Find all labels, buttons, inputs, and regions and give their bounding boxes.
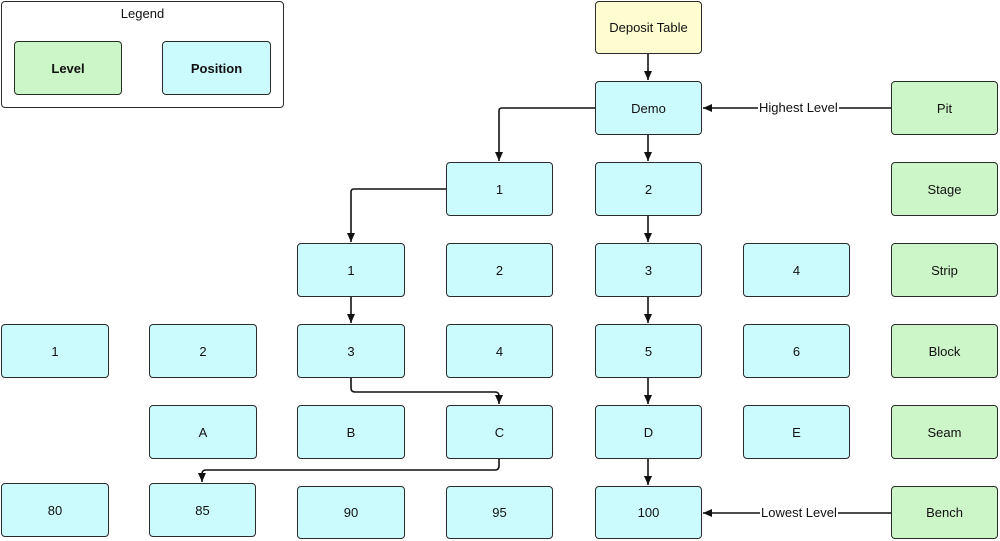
position-bench-80: 80 bbox=[1, 483, 109, 537]
level-stage: Stage bbox=[891, 162, 998, 216]
position-block-4: 4 bbox=[446, 324, 553, 378]
position-block-3: 3 bbox=[297, 324, 405, 378]
level-bench: Bench bbox=[891, 486, 998, 539]
position-seam-d: D bbox=[595, 405, 702, 459]
level-seam: Seam bbox=[891, 405, 998, 459]
position-block-5: 5 bbox=[595, 324, 702, 378]
position-bench-90: 90 bbox=[297, 486, 405, 539]
deposit-table-node: Deposit Table bbox=[595, 1, 702, 54]
position-strip-3: 3 bbox=[595, 243, 702, 297]
position-strip-4: 4 bbox=[743, 243, 850, 297]
position-seam-c: C bbox=[446, 405, 553, 459]
position-strip-1: 1 bbox=[297, 243, 405, 297]
position-demo: Demo bbox=[595, 81, 702, 135]
legend-level-swatch: Level bbox=[14, 41, 122, 95]
position-stage-1: 1 bbox=[446, 162, 553, 216]
highest-level-label: Highest Level bbox=[758, 100, 839, 116]
position-seam-e: E bbox=[743, 405, 850, 459]
edge-block-3-to-seam-c bbox=[350, 378, 503, 404]
edge-seam-c-to-bench-85 bbox=[198, 459, 500, 482]
position-bench-85: 85 bbox=[149, 483, 256, 537]
level-block: Block bbox=[891, 324, 998, 378]
position-bench-100: 100 bbox=[595, 486, 702, 539]
edge-stage-1-to-strip-1 bbox=[347, 188, 446, 242]
legend-position-swatch: Position bbox=[162, 41, 271, 95]
position-seam-a: A bbox=[149, 405, 257, 459]
position-block-6: 6 bbox=[743, 324, 850, 378]
position-block-2: 2 bbox=[149, 324, 257, 378]
position-strip-2: 2 bbox=[446, 243, 553, 297]
position-stage-2: 2 bbox=[595, 162, 702, 216]
edge-demo-to-stage-1 bbox=[495, 107, 595, 161]
position-bench-95: 95 bbox=[446, 486, 553, 539]
legend-title: Legend bbox=[120, 6, 165, 21]
position-block-1: 1 bbox=[1, 324, 109, 378]
level-pit: Pit bbox=[891, 81, 998, 135]
lowest-level-label: Lowest Level bbox=[760, 505, 838, 521]
position-seam-b: B bbox=[297, 405, 405, 459]
level-strip: Strip bbox=[891, 243, 998, 297]
